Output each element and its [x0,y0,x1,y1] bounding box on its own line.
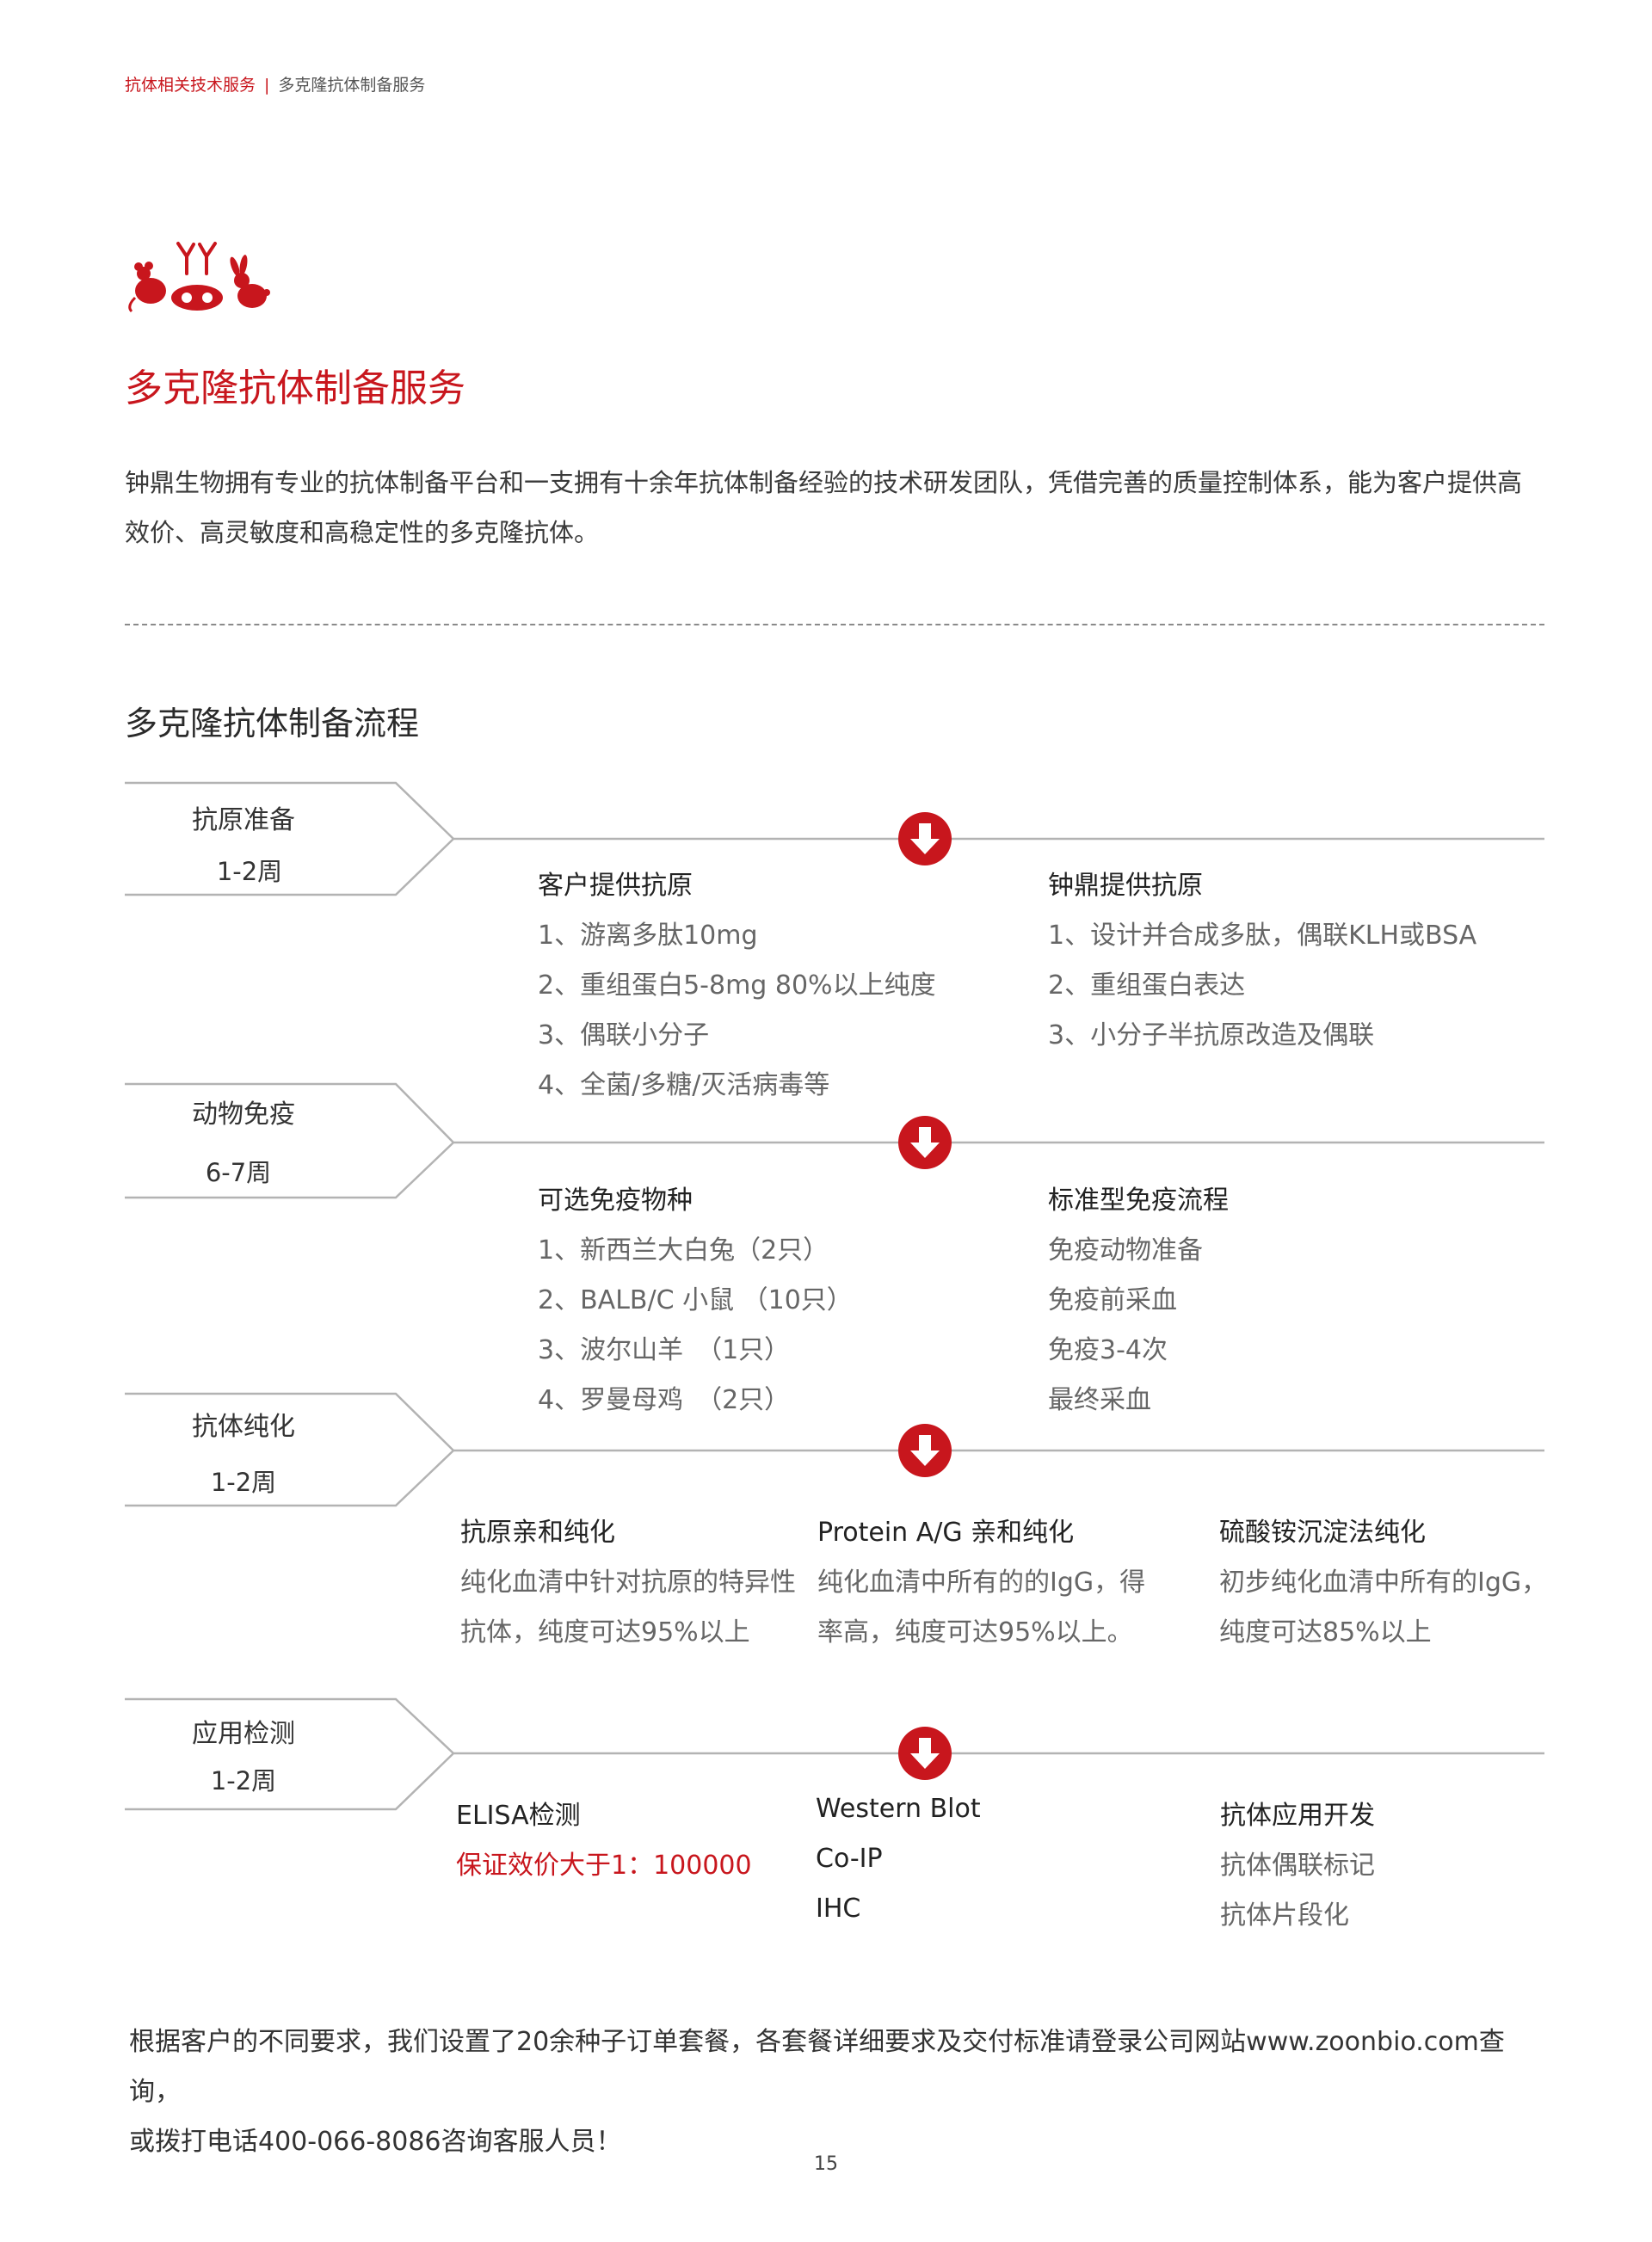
stage-4-label: 应用检测 [192,1719,295,1749]
stage-4-duration: 1-2周 [210,1766,277,1795]
stage-1-col-1-heading: 客户提供抗原 [538,871,693,901]
list-item: 1、新西兰大白兔（2只） [538,1235,829,1266]
page-number: 15 [814,2153,838,2175]
stage-2-label: 动物免疫 [192,1099,295,1130]
stage-4-shape [125,1697,1544,1811]
stage-3-duration: 1-2周 [210,1468,277,1497]
stage-1-label: 抗原准备 [192,805,295,835]
list-item: 2、重组蛋白表达 [1048,970,1246,1001]
stage-3-col-3-heading: 硫酸铵沉淀法纯化 [1219,1518,1426,1548]
dashed-divider [125,624,1544,625]
list-item: 免疫3-4次 [1048,1335,1168,1365]
list-item: 最终采血 [1048,1385,1151,1415]
stage-4-col-2-heading: Western Blot [816,1794,981,1824]
list-item: 保证效价大于1：100000 [456,1851,752,1881]
stage-1-shape [125,781,1544,896]
list-item: Co-IP [816,1844,883,1874]
list-item: 4、罗曼母鸡 （2只） [538,1385,791,1415]
intro-line-2: 效价、高灵敏度和高稳定性的多克隆抗体。 [125,518,600,547]
stage-4-col-1-heading: ELISA检测 [456,1801,581,1831]
breadcrumb-separator: | [264,76,270,95]
stage-3-label: 抗体纯化 [192,1412,295,1442]
list-item: 3、小分子半抗原改造及偶联 [1048,1020,1375,1050]
breadcrumb-parent[interactable]: 抗体相关技术服务 [125,76,256,95]
list-item: 1、游离多肽10mg [538,921,758,951]
list-item: 2、重组蛋白5-8mg 80%以上纯度 [538,970,936,1001]
stage-3-col-2-heading: Protein A/G 亲和纯化 [817,1518,1075,1548]
stage-2-col-2-heading: 标准型免疫流程 [1048,1186,1229,1216]
list-item: IHC [816,1894,861,1924]
stage-2-col-1-heading: 可选免疫物种 [538,1186,693,1216]
list-item: 初步纯化血清中所有的IgG， [1219,1568,1548,1598]
list-item: 1、设计并合成多肽，偶联KLH或BSA [1048,921,1477,951]
intro-line-1: 钟鼎生物拥有专业的抗体制备平台和一支拥有十余年抗体制备经验的技术研发团队，凭借完… [125,468,1523,497]
list-item: 抗体，纯度可达95%以上 [460,1617,750,1648]
list-item: 抗体偶联标记 [1220,1851,1375,1881]
intro-paragraph: 钟鼎生物拥有专业的抗体制备平台和一支拥有十余年抗体制备经验的技术研发团队，凭借完… [125,458,1544,557]
footer-line-2: 或拨打电话400-066-8086咨询客服人员！ [129,2127,622,2157]
list-item: 抗体片段化 [1220,1900,1349,1931]
list-item: 免疫动物准备 [1048,1235,1203,1266]
list-item: 纯化血清中针对抗原的特异性 [460,1568,796,1598]
breadcrumb-current: 多克隆抗体制备服务 [278,76,426,95]
list-item: 2、BALB/C 小鼠 （10只） [538,1285,853,1315]
breadcrumb: 抗体相关技术服务 | 多克隆抗体制备服务 [125,72,425,95]
stage-4-col-3-heading: 抗体应用开发 [1220,1801,1375,1831]
footer-line-1: 根据客户的不同要求，我们设置了20余种子订单套餐，各套餐详细要求及交付标准请登录… [129,2027,1505,2107]
stage-1-duration: 1-2周 [216,857,283,886]
list-item: 3、波尔山羊 （1只） [538,1335,791,1365]
list-item: 率高，纯度可达95%以上。 [817,1617,1133,1648]
stage-2-duration: 6-7周 [205,1158,272,1187]
list-item: 纯度可达85%以上 [1219,1617,1432,1648]
list-item: 3、偶联小分子 [538,1020,710,1050]
page-title: 多克隆抗体制备服务 [125,366,465,410]
list-item: 纯化血清中所有的的IgG，得 [817,1568,1146,1598]
stage-2-shape [125,1082,1544,1199]
list-item: 免疫前采血 [1048,1285,1177,1315]
mouse-antibody-goat-rabbit-icon [128,242,270,313]
stage-3-col-1-heading: 抗原亲和纯化 [460,1518,615,1548]
stage-1-col-2-heading: 钟鼎提供抗原 [1048,871,1203,901]
list-item: 4、全菌/多糖/灭活病毒等 [538,1070,830,1100]
stage-3-shape [125,1392,1544,1507]
footer-paragraph: 根据客户的不同要求，我们设置了20余种子订单套餐，各套餐详细要求及交付标准请登录… [129,2017,1549,2167]
section-title: 多克隆抗体制备流程 [125,705,420,742]
